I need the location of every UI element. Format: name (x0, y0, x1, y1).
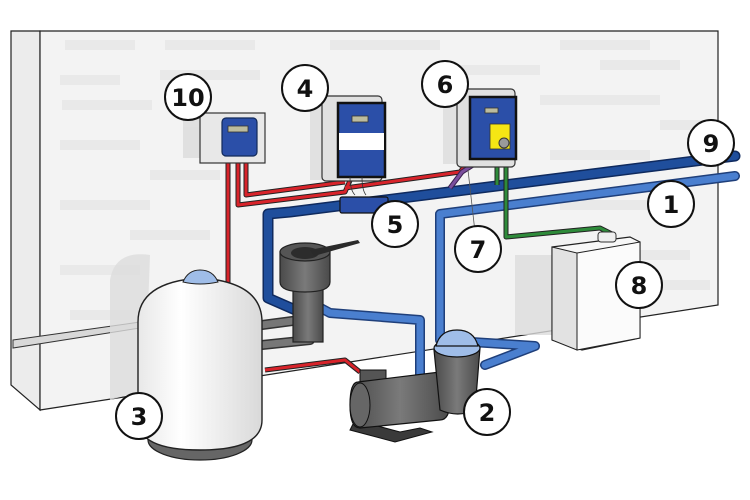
dosing-controller (456, 88, 518, 168)
callout-9-label: 9 (703, 130, 720, 158)
multiport-valve (279, 240, 360, 343)
callouts: 10 4 6 9 1 5 7 8 (115, 60, 735, 440)
electrical-panel (199, 112, 266, 164)
brick-pattern (60, 40, 710, 320)
callout-6-label: 6 (437, 71, 454, 99)
control-box (321, 95, 387, 196)
callout-5-label: 5 (387, 211, 404, 239)
callout-10: 10 (164, 73, 212, 121)
callout-7-label: 7 (470, 236, 487, 264)
callout-3: 3 (115, 392, 163, 440)
callout-3-label: 3 (131, 403, 148, 431)
wall-side (10, 30, 41, 412)
callout-4-label: 4 (297, 75, 314, 103)
callout-10-label: 10 (171, 84, 204, 112)
callout-9: 9 (687, 119, 735, 167)
callout-6: 6 (421, 60, 469, 108)
callout-4: 4 (281, 64, 329, 112)
callout-5: 5 (371, 200, 419, 248)
callout-7-leader (467, 169, 476, 233)
callout-2: 2 (463, 388, 511, 436)
callout-2-label: 2 (479, 399, 496, 427)
sand-filter (137, 269, 263, 461)
electric-wires (225, 158, 472, 374)
callout-8-label: 8 (631, 272, 648, 300)
callout-8: 8 (615, 261, 663, 309)
callout-1: 1 (647, 180, 695, 228)
callout-7: 7 (454, 225, 502, 273)
callout-1-label: 1 (663, 191, 680, 219)
